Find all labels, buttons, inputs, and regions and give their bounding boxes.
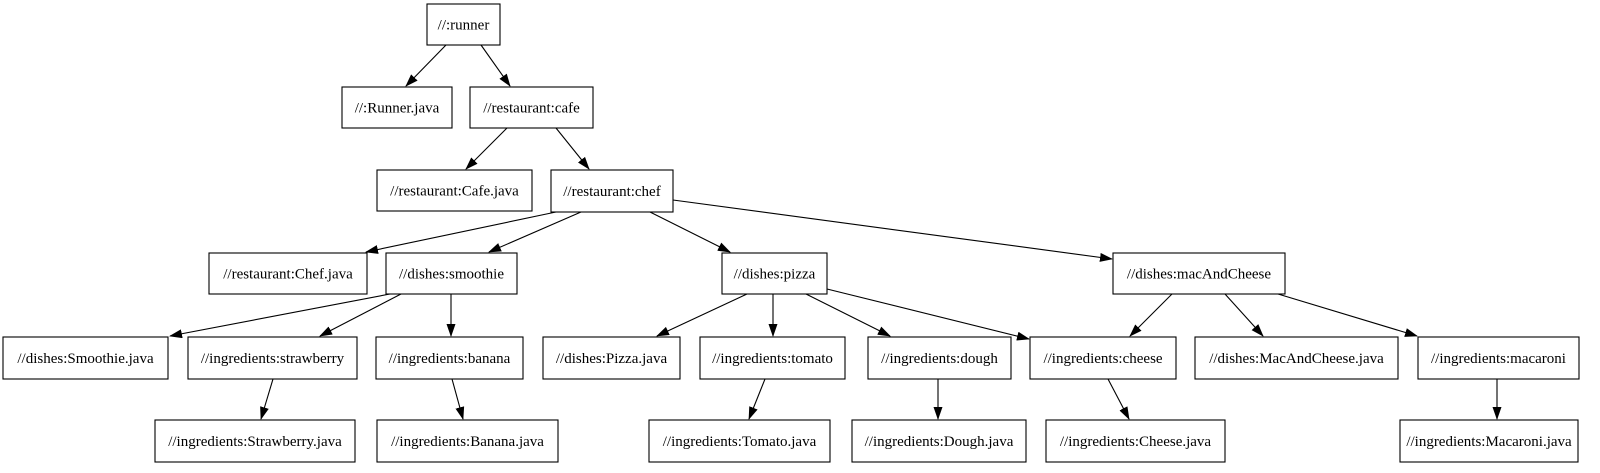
node-box-strawberry_java xyxy=(154,419,356,463)
node-box-pizza xyxy=(721,252,828,295)
node-box-pizza_java xyxy=(542,336,681,380)
graph-node-smoothie_java: //dishes:Smoothie.java xyxy=(2,336,169,380)
edge-runner-to-cafe xyxy=(480,44,511,87)
graph-node-chef_java: //restaurant:Chef.java xyxy=(208,252,368,295)
edge-macandcheese-to-macaroni xyxy=(1277,293,1418,337)
graph-node-pizza: //dishes:pizza xyxy=(721,252,828,295)
node-box-cheese xyxy=(1029,336,1177,380)
node-label-pizza_java: //dishes:Pizza.java xyxy=(556,351,668,367)
graph-node-cafe_java: //restaurant:Cafe.java xyxy=(376,169,533,212)
node-box-runner xyxy=(426,3,501,46)
node-label-macaroni_java: //ingredients:Macaroni.java xyxy=(1406,434,1572,450)
graph-node-dough: //ingredients:dough xyxy=(867,336,1012,380)
node-box-dough xyxy=(867,336,1012,380)
node-label-macandcheese_java: //dishes:MacAndCheese.java xyxy=(1209,351,1384,367)
edge-pizza-to-dough xyxy=(805,293,891,337)
edge-cheese-to-cheese_java xyxy=(1107,378,1130,420)
graph-node-macandcheese_java: //dishes:MacAndCheese.java xyxy=(1194,336,1399,380)
node-box-cafe_java xyxy=(376,169,533,212)
edge-strawberry-to-strawberry_java xyxy=(260,378,274,420)
graph-node-cheese: //ingredients:cheese xyxy=(1029,336,1177,380)
edge-smoothie-to-smoothie_java xyxy=(169,293,391,339)
node-label-pizza: //dishes:pizza xyxy=(734,267,816,283)
node-label-dough_java: //ingredients:Dough.java xyxy=(865,434,1014,450)
graph-node-strawberry: //ingredients:strawberry xyxy=(187,336,358,380)
edge-runner-to-runner_java xyxy=(405,44,447,87)
edge-tomato-to-tomato_java xyxy=(748,378,766,420)
edge-pizza-to-cheese xyxy=(826,288,1030,341)
graph-node-strawberry_java: //ingredients:Strawberry.java xyxy=(154,419,356,463)
node-label-runner_java: //:Runner.java xyxy=(355,101,440,117)
node-box-banana xyxy=(375,336,524,380)
graph-node-chef: //restaurant:chef xyxy=(550,169,674,213)
graph-node-pizza_java: //dishes:Pizza.java xyxy=(542,336,681,380)
node-label-smoothie_java: //dishes:Smoothie.java xyxy=(17,351,154,367)
node-label-cheese: //ingredients:cheese xyxy=(1043,351,1162,367)
node-box-macaroni xyxy=(1417,336,1580,380)
node-label-macaroni: //ingredients:macaroni xyxy=(1431,351,1566,367)
node-label-banana: //ingredients:banana xyxy=(389,351,511,367)
node-box-cheese_java xyxy=(1045,419,1226,463)
edge-cafe-to-chef xyxy=(555,127,590,170)
edge-chef-to-macandcheese xyxy=(672,199,1113,262)
nodes-layer: //:runner //:Runner.java //restaurant:cafe… xyxy=(2,3,1580,463)
node-label-chef: //restaurant:chef xyxy=(563,184,660,200)
node-box-smoothie_java xyxy=(2,336,169,380)
graph-node-tomato_java: //ingredients:Tomato.java xyxy=(648,419,831,463)
edge-macandcheese-to-macandcheese_java xyxy=(1224,293,1264,337)
node-box-chef_java xyxy=(208,252,368,295)
node-box-macandcheese_java xyxy=(1194,336,1399,380)
node-box-macaroni_java xyxy=(1399,419,1579,463)
node-box-tomato_java xyxy=(648,419,831,463)
node-box-chef xyxy=(550,169,674,213)
edges-layer xyxy=(169,44,1502,420)
node-box-strawberry xyxy=(187,336,358,380)
edge-chef-to-chef_java xyxy=(365,211,557,254)
graph-node-macaroni_java: //ingredients:Macaroni.java xyxy=(1399,419,1579,463)
graph-node-tomato: //ingredients:tomato xyxy=(699,336,846,380)
node-label-cafe_java: //restaurant:Cafe.java xyxy=(390,184,519,200)
graph-node-runner_java: //:Runner.java xyxy=(341,86,453,129)
graph-node-macandcheese: //dishes:macAndCheese xyxy=(1112,252,1286,295)
graph-node-macaroni: //ingredients:macaroni xyxy=(1417,336,1580,380)
node-box-dough_java xyxy=(851,419,1027,463)
node-box-banana_java xyxy=(376,419,559,463)
node-label-cafe: //restaurant:cafe xyxy=(483,101,580,117)
graph-node-smoothie: //dishes:smoothie xyxy=(385,252,518,295)
edge-chef-to-smoothie xyxy=(488,211,582,253)
edge-smoothie-to-strawberry xyxy=(319,293,402,337)
node-box-smoothie xyxy=(385,252,518,295)
edge-cafe-to-cafe_java xyxy=(465,127,508,170)
edge-banana-to-banana_java xyxy=(451,378,465,420)
node-label-tomato: //ingredients:tomato xyxy=(712,351,833,367)
node-label-dough: //ingredients:dough xyxy=(881,351,998,367)
node-label-macandcheese: //dishes:macAndCheese xyxy=(1127,267,1271,283)
graph-node-cheese_java: //ingredients:Cheese.java xyxy=(1045,419,1226,463)
edge-macandcheese-to-cheese xyxy=(1129,293,1173,337)
node-label-banana_java: //ingredients:Banana.java xyxy=(391,434,544,450)
node-label-cheese_java: //ingredients:Cheese.java xyxy=(1060,434,1212,450)
node-label-strawberry: //ingredients:strawberry xyxy=(201,351,345,367)
node-box-tomato xyxy=(699,336,846,380)
graph-node-cafe: //restaurant:cafe xyxy=(469,86,594,129)
node-label-strawberry_java: //ingredients:Strawberry.java xyxy=(168,434,342,450)
node-label-tomato_java: //ingredients:Tomato.java xyxy=(663,434,817,450)
edge-chef-to-pizza xyxy=(649,211,731,253)
graph-node-banana: //ingredients:banana xyxy=(375,336,524,380)
graph-node-dough_java: //ingredients:Dough.java xyxy=(851,419,1027,463)
graph-node-banana_java: //ingredients:Banana.java xyxy=(376,419,559,463)
node-label-chef_java: //restaurant:Chef.java xyxy=(223,267,353,283)
node-box-cafe xyxy=(469,86,594,129)
node-label-runner: //:runner xyxy=(438,18,490,34)
edge-pizza-to-pizza_java xyxy=(656,293,748,337)
node-box-runner_java xyxy=(341,86,453,129)
graph-node-runner: //:runner xyxy=(426,3,501,46)
node-box-macandcheese xyxy=(1112,252,1286,295)
node-label-smoothie: //dishes:smoothie xyxy=(399,267,504,283)
